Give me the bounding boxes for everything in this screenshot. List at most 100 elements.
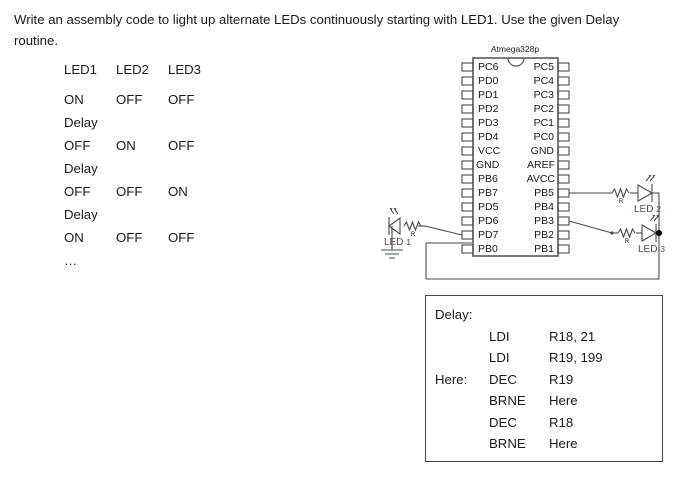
svg-text:PD5: PD5 [478, 201, 499, 213]
chip-label: Atmega328p [491, 44, 539, 54]
code-line-2: LDI R19, 199 [435, 350, 662, 372]
code-line-3: Here: DEC R19 [435, 372, 662, 394]
svg-text:PC1: PC1 [534, 117, 555, 129]
led2-state-2: ON [116, 138, 136, 153]
delay-label-3: Delay [64, 207, 98, 222]
led2-label: LED 2 [634, 204, 661, 215]
code-label-3: Here: [435, 371, 468, 387]
delay-label-1: Delay [64, 115, 98, 130]
led2-state-1: OFF [116, 92, 143, 107]
code-mnemonic-1: LDI [489, 328, 510, 344]
svg-text:GND: GND [531, 145, 555, 157]
led2-state-3: OFF [116, 184, 143, 199]
svg-text:AREF: AREF [527, 159, 555, 171]
svg-text:PC6: PC6 [478, 61, 499, 73]
led1-state-1: ON [64, 92, 84, 107]
delay-label-2: Delay [64, 161, 98, 176]
svg-text:PD7: PD7 [478, 229, 499, 241]
svg-text:PC3: PC3 [534, 89, 555, 101]
led2-triangle [637, 184, 654, 202]
led-table-header-row: LED1 LED2 LED3 [64, 62, 220, 77]
led-state-row-4: ON OFF OFF [64, 230, 220, 253]
svg-text:PC5: PC5 [534, 61, 555, 73]
svg-text:PB7: PB7 [478, 187, 498, 199]
code-line-1: LDI R18, 21 [435, 329, 662, 351]
led-state-row-2: OFF ON OFF [64, 138, 220, 161]
led-header-led3: LED3 [168, 62, 201, 77]
chip-notch [507, 57, 525, 67]
svg-text:PB3: PB3 [534, 215, 554, 227]
code-line-5: DEC R18 [435, 415, 662, 437]
resistor-r1 [403, 220, 422, 232]
led-delay-row-3: Delay [64, 207, 220, 230]
code-operand-3: R19 [549, 371, 574, 387]
code-mnemonic-6: BRNE [489, 436, 526, 451]
led3-state-3: ON [168, 184, 188, 199]
led-table-continuation: … [64, 253, 79, 268]
chip-pins-right [557, 62, 570, 254]
code-mnemonic-4: BRNE [489, 393, 526, 408]
resistor-r2 [611, 187, 630, 199]
led2-state-4: OFF [116, 230, 143, 245]
led1-label: LED 1 [384, 237, 411, 248]
svg-text:PB0: PB0 [478, 243, 498, 255]
delay-routine-box: Delay: LDI R18, 21 LDI R19, 199 Here: DE… [425, 295, 663, 462]
code-mnemonic-3: DEC [489, 371, 517, 387]
wire-pd7-to-r1 [424, 225, 463, 236]
resistor-label-r1: R [411, 232, 416, 238]
code-operand-6: Here [549, 436, 578, 451]
svg-text:PC2: PC2 [534, 103, 555, 115]
svg-text:PC4: PC4 [534, 75, 555, 87]
code-operand-1: R18, 21 [549, 328, 596, 344]
svg-text:PB1: PB1 [534, 243, 554, 255]
node-dot-r3 [610, 231, 614, 235]
svg-text:AVCC: AVCC [527, 173, 556, 185]
svg-text:PB5: PB5 [534, 187, 554, 199]
led-state-row-3: OFF OFF ON [64, 184, 220, 207]
led-state-row-1: ON OFF OFF [64, 92, 220, 115]
wire-pb3-to-r3 [568, 220, 613, 234]
ground-symbol-led1 [381, 226, 403, 259]
led3-state-4: OFF [168, 230, 195, 245]
pin-labels-left: PC6 PD0 PD1 PD2 PD3 PD4 VCC GND PB6 PB7 … [476, 61, 501, 255]
question-prompt: Write an assembly code to light up alter… [14, 12, 620, 48]
resistor-labels: R R R [411, 199, 630, 245]
resistor-label-r2: R [619, 199, 624, 205]
code-operand-5: R18 [549, 414, 574, 430]
led-header-led1: LED1 [64, 62, 97, 77]
svg-text:PD4: PD4 [478, 131, 499, 143]
circuit-diagram: Atmega328p PC6 PD0 PD1 PD2 PD3 PD4 VCC G… [370, 36, 700, 286]
led3-state-2: OFF [168, 138, 195, 153]
led-state-table: LED1 LED2 LED3 ON OFF OFF Delay OFF ON O… [64, 62, 220, 276]
svg-text:PD6: PD6 [478, 215, 499, 227]
code-operand-4: Here [549, 393, 578, 408]
code-operand-2: R19, 199 [549, 350, 603, 365]
led3-triangle [641, 224, 658, 242]
code-line-0: Delay: [435, 307, 662, 329]
code-line-6: BRNE Here [435, 436, 662, 458]
svg-text:GND: GND [476, 159, 500, 171]
code-label-0: Delay: [435, 307, 473, 322]
svg-text:PB2: PB2 [534, 229, 554, 241]
led-labels: LED 1 LED 2 LED 3 [384, 204, 665, 255]
chip-pins-left [461, 62, 474, 254]
led-delay-row-2: Delay [64, 161, 220, 184]
pin-labels-right: PC5 PC4 PC3 PC2 PC1 PC0 GND AREF AVCC PB… [527, 61, 556, 255]
wire-led2-to-rail [652, 192, 660, 240]
svg-text:PB6: PB6 [478, 173, 498, 185]
svg-text:PB4: PB4 [534, 201, 554, 213]
led3-label: LED 3 [638, 244, 665, 255]
led-header-led2: LED2 [116, 62, 149, 77]
wire-ground-rail [425, 240, 660, 280]
junction-dot [656, 230, 662, 236]
svg-text:PD1: PD1 [478, 89, 499, 101]
code-line-4: BRNE Here [435, 393, 662, 415]
resistor-label-r3: R [625, 239, 630, 245]
svg-text:PD3: PD3 [478, 117, 499, 129]
svg-text:PC0: PC0 [534, 131, 555, 143]
led1-state-2: OFF [64, 138, 91, 153]
delay-routine-code: Delay: LDI R18, 21 LDI R19, 199 Here: DE… [426, 296, 662, 458]
code-mnemonic-2: LDI [489, 350, 510, 365]
code-mnemonic-5: DEC [489, 414, 517, 430]
